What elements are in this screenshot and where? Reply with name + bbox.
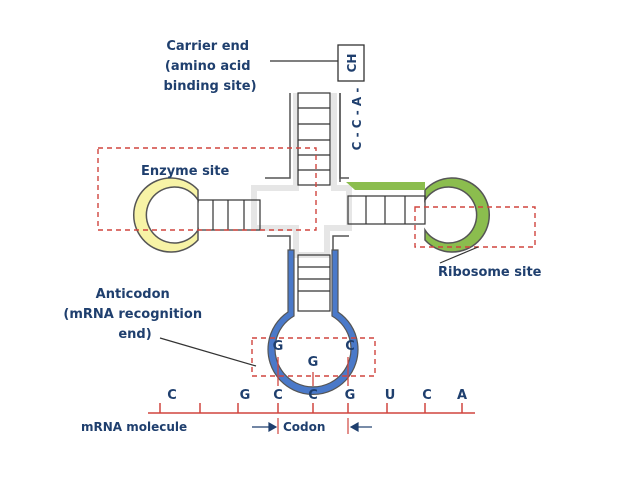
anticodon-stem	[297, 254, 331, 312]
mrna-strand	[148, 403, 475, 414]
mrna-base-3: C	[273, 388, 283, 403]
ribosome-site-label: Ribosome site	[438, 265, 542, 280]
anticodon-base-2: G	[308, 355, 319, 370]
ribosome-site-pointer	[439, 246, 479, 264]
mrna-base-7: C	[422, 388, 432, 403]
codon-label: Codon	[283, 420, 325, 434]
anticodon-line-1: Anticodon	[96, 287, 170, 302]
left-arm-stem	[197, 199, 261, 231]
carrier-end-line-1: Carrier end	[166, 39, 249, 54]
mrna-base-1: C	[167, 388, 177, 403]
anticodon-line-2: (mRNA recognition	[63, 307, 202, 322]
right-arm-loop	[424, 177, 491, 253]
amino-end-sequence: C - C - A -	[350, 88, 364, 151]
codon-bracket-left	[252, 418, 279, 434]
enzyme-site-box	[97, 147, 317, 231]
carrier-end-line-2: (amino acid	[165, 59, 251, 74]
mrna-base-8: A	[457, 388, 467, 403]
right-arm-band	[346, 182, 425, 190]
mrna-base-4: C	[308, 388, 318, 403]
mrna-base-5: G	[345, 388, 356, 403]
enzyme-site-label: Enzyme site	[141, 164, 229, 179]
carrier-end-label: Carrier end (amino acid binding site)	[163, 39, 256, 94]
mrna-molecule-label: mRNA molecule	[81, 420, 187, 434]
anticodon-base-3: C	[345, 339, 355, 354]
amino-end-box-label: CH	[345, 54, 359, 73]
anticodon-label: Anticodon (mRNA recognition end)	[63, 287, 206, 342]
anticodon-line-3: end)	[118, 327, 151, 342]
right-arm-stem	[347, 195, 426, 225]
carrier-end-line-3: binding site)	[163, 79, 256, 94]
trna-backbone-fill	[251, 93, 352, 258]
acceptor-stem	[297, 92, 331, 186]
anticodon-pointer	[159, 337, 257, 367]
anticodon-arm	[267, 249, 359, 396]
left-arm-loop	[132, 177, 199, 253]
mrna-base-2: G	[240, 388, 251, 403]
codon-bracket-right	[347, 418, 372, 434]
mrna-base-6: U	[385, 388, 396, 403]
anticodon-base-1: G	[273, 339, 284, 354]
amino-end-box	[337, 44, 365, 82]
ribosome-site-box	[414, 206, 536, 248]
trna-backbone	[265, 93, 349, 255]
codon-pairing-lines	[277, 357, 349, 386]
